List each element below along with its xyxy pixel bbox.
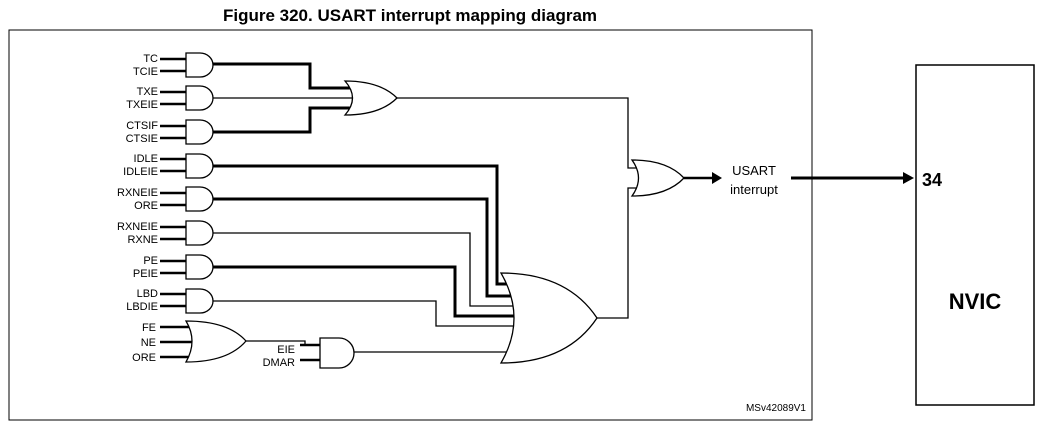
label-ctsie: CTSIE bbox=[126, 133, 158, 145]
label-eie: EIE bbox=[277, 344, 295, 356]
and-gate-rxne bbox=[185, 220, 214, 246]
and-gates bbox=[185, 52, 355, 369]
and-gate-tc bbox=[185, 52, 214, 78]
output-label-line1: USART bbox=[732, 163, 776, 178]
nvic-line-number: 34 bbox=[922, 170, 942, 190]
or-gate-1 bbox=[343, 80, 398, 116]
wires bbox=[213, 62, 640, 361]
label-ore-1: ORE bbox=[134, 200, 158, 212]
and-gate-txe bbox=[185, 85, 214, 111]
label-tc: TC bbox=[143, 53, 158, 65]
figure-code: MSv42089V1 bbox=[746, 403, 806, 414]
and-gate-pe bbox=[185, 254, 214, 280]
nvic-label: NVIC bbox=[949, 289, 1002, 314]
label-ne: NE bbox=[141, 337, 156, 349]
label-idleie: IDLEIE bbox=[123, 166, 158, 178]
label-ctsif: CTSIF bbox=[126, 120, 158, 132]
label-rxneie-2: RXNEIE bbox=[117, 221, 158, 233]
label-ore-2: ORE bbox=[132, 352, 156, 364]
and-gate-cts bbox=[185, 119, 214, 145]
or-gate-2 bbox=[630, 159, 685, 197]
label-txe: TXE bbox=[137, 86, 158, 98]
label-rxneie-1: RXNEIE bbox=[117, 187, 158, 199]
or-gates bbox=[184, 80, 685, 364]
label-dmar: DMAR bbox=[263, 357, 295, 369]
label-peie: PEIE bbox=[133, 268, 158, 280]
label-lbdie: LBDIE bbox=[126, 301, 158, 313]
label-rxne: RXNE bbox=[127, 234, 158, 246]
and-gate-eie bbox=[319, 337, 355, 369]
figure-title: Figure 320. USART interrupt mapping diag… bbox=[223, 6, 597, 25]
label-tcie: TCIE bbox=[133, 66, 158, 78]
label-idle: IDLE bbox=[134, 153, 158, 165]
input-pins bbox=[160, 57, 320, 362]
and-gate-idle bbox=[185, 153, 214, 179]
label-txeie: TXEIE bbox=[126, 99, 158, 111]
input-labels: TC TCIE TXE TXEIE CTSIF CTSIE IDLE IDLEI… bbox=[117, 53, 295, 369]
or-gate-errors bbox=[184, 320, 247, 363]
diagram-frame bbox=[8, 29, 813, 421]
label-pe: PE bbox=[143, 255, 158, 267]
or-gate-big bbox=[499, 272, 598, 364]
output-arrowhead bbox=[712, 172, 722, 184]
output-label-line2: interrupt bbox=[730, 182, 778, 197]
and-gate-ore bbox=[185, 186, 214, 212]
and-gate-lbd bbox=[185, 288, 214, 314]
label-lbd: LBD bbox=[137, 288, 158, 300]
nvic-arrowhead bbox=[903, 172, 914, 184]
nvic-box bbox=[915, 64, 1035, 406]
label-fe: FE bbox=[142, 322, 156, 334]
